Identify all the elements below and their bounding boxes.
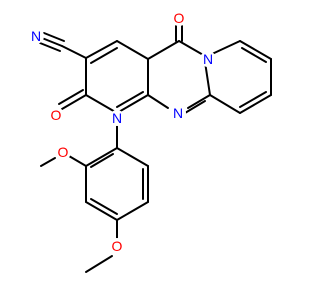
bond bbox=[90, 198, 118, 215]
bond bbox=[90, 153, 114, 168]
bond bbox=[178, 40, 206, 57]
bond bbox=[204, 61, 211, 96]
atom-label-background bbox=[171, 10, 187, 26]
atom-label-background bbox=[170, 105, 186, 121]
bond bbox=[39, 42, 61, 52]
atom-label-background bbox=[200, 51, 216, 67]
bond bbox=[147, 40, 180, 60]
atom-n-nitrile: N bbox=[31, 28, 41, 44]
atom-n-imine: N bbox=[173, 105, 183, 121]
bond bbox=[239, 94, 272, 114]
bond bbox=[61, 94, 87, 110]
bond bbox=[116, 94, 149, 114]
bond bbox=[211, 40, 241, 55]
atom-label-background bbox=[109, 238, 125, 254]
bond bbox=[43, 32, 65, 42]
bond bbox=[184, 100, 206, 114]
bond bbox=[116, 40, 149, 60]
bond bbox=[90, 47, 118, 64]
atom-o-methoxy-lower: O bbox=[112, 238, 123, 254]
atom-o-pyridinone: O bbox=[51, 107, 62, 123]
atom-label-background bbox=[48, 107, 64, 123]
bond bbox=[147, 94, 169, 109]
atom-o-methoxy-upper: O bbox=[58, 144, 69, 160]
bond bbox=[239, 91, 267, 108]
atom-label-layer: N O N N N O O O bbox=[28, 10, 216, 254]
molecule-structure: N O N N N O O O bbox=[28, 10, 272, 273]
bond bbox=[85, 94, 118, 114]
bond bbox=[40, 157, 56, 167]
atom-label-background bbox=[28, 28, 44, 44]
bond bbox=[85, 255, 113, 273]
bond bbox=[241, 47, 267, 63]
bond bbox=[187, 94, 211, 109]
bond bbox=[61, 45, 87, 59]
atom-o-top: O bbox=[174, 10, 185, 26]
bond bbox=[85, 147, 118, 167]
bond bbox=[209, 94, 241, 114]
atom-n-bridge: N bbox=[203, 51, 213, 67]
bond bbox=[116, 91, 144, 108]
bond bbox=[68, 155, 87, 167]
atom-label-background bbox=[109, 110, 125, 126]
bond-layer bbox=[39, 25, 272, 273]
bond bbox=[58, 89, 84, 105]
atom-n-ring: N bbox=[112, 110, 122, 126]
bond bbox=[85, 40, 118, 59]
bond bbox=[85, 201, 118, 221]
atom-label-background bbox=[55, 144, 71, 160]
bond bbox=[116, 201, 149, 221]
bond bbox=[41, 37, 63, 47]
bond bbox=[116, 147, 149, 167]
bond bbox=[239, 40, 272, 60]
